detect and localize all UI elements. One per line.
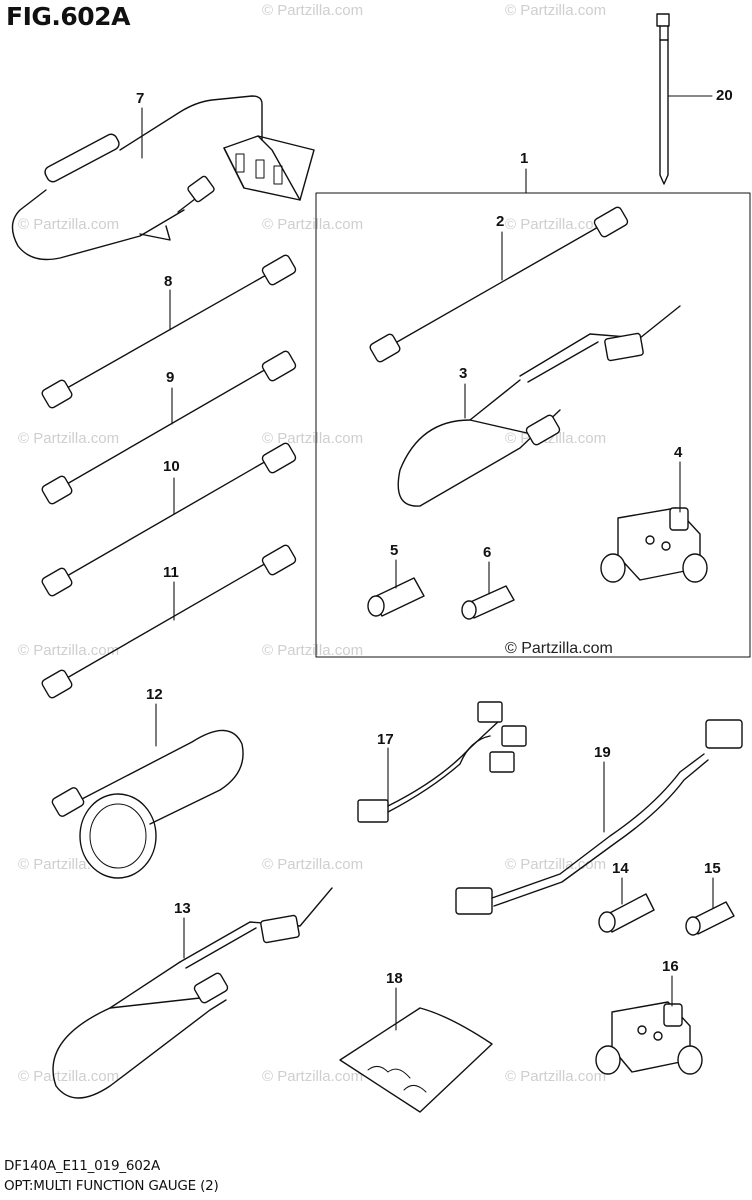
cable-tie-icon: [656, 13, 670, 185]
figure-caption: OPT:MULTI FUNCTION GAUGE (2): [4, 1178, 219, 1194]
callout-4: 4: [674, 444, 683, 461]
watermark: © Partzilla.com: [505, 216, 607, 233]
callout-16: 16: [662, 958, 679, 975]
parts-bag-icon: [339, 1007, 493, 1113]
terminator-icon: [598, 893, 655, 933]
harness-icon: [455, 719, 743, 915]
callout-9: 9: [166, 369, 175, 386]
watermark: © Partzilla.com: [262, 856, 364, 873]
callout-18: 18: [386, 970, 403, 987]
kit-box-outline: [315, 192, 751, 658]
callout-14: 14: [612, 860, 629, 877]
tee-connector-icon: [600, 507, 708, 583]
cable-icon: [41, 544, 297, 699]
power-cable-icon: [52, 887, 333, 1099]
terminator-icon: [685, 901, 735, 936]
callout-1: 1: [520, 150, 529, 167]
callout-10: 10: [163, 458, 180, 475]
callout-11: 11: [163, 564, 179, 581]
callout-6: 6: [483, 544, 492, 561]
connector-icon: [177, 175, 215, 213]
cable-icon: [41, 254, 297, 409]
watermark: © Partzilla.com: [262, 216, 364, 233]
harness-icon: [357, 701, 527, 823]
callout-15: 15: [704, 860, 721, 877]
watermark: © Partzilla.com: [262, 430, 364, 447]
copyright-credit: © Partzilla.com: [505, 640, 613, 657]
watermark: © Partzilla.com: [18, 642, 120, 659]
terminator-icon: [367, 577, 425, 617]
watermark: © Partzilla.com: [505, 1068, 607, 1085]
cable-icon: [41, 442, 297, 597]
watermark: © Partzilla.com: [505, 2, 607, 19]
callout-20: 20: [716, 87, 733, 104]
tee-connector-icon: [595, 1001, 703, 1075]
watermark: © Partzilla.com: [18, 216, 120, 233]
callout-12: 12: [146, 686, 163, 703]
cable-icon: [41, 350, 297, 505]
callout-13: 13: [174, 900, 191, 917]
callout-2: 2: [496, 213, 505, 230]
sensor-bracket-icon: [11, 95, 315, 261]
watermark: © Partzilla.com: [262, 1068, 364, 1085]
cable-icon: [369, 206, 629, 363]
power-cable-icon: [397, 305, 681, 507]
callout-5: 5: [390, 542, 399, 559]
watermark: © Partzilla.com: [262, 642, 364, 659]
callout-19: 19: [594, 744, 611, 761]
figure-title: FIG.602A: [6, 2, 130, 31]
callout-3: 3: [459, 365, 468, 382]
terminator-icon: [461, 585, 515, 620]
watermark: © Partzilla.com: [18, 430, 120, 447]
watermark: © Partzilla.com: [262, 2, 364, 19]
figure-code: DF140A_E11_019_602A: [4, 1158, 161, 1174]
callout-8: 8: [164, 273, 173, 290]
watermark: © Partzilla.com: [18, 1068, 120, 1085]
callout-17: 17: [377, 731, 394, 748]
sensor-icon: [51, 729, 244, 879]
callout-7: 7: [136, 90, 145, 107]
